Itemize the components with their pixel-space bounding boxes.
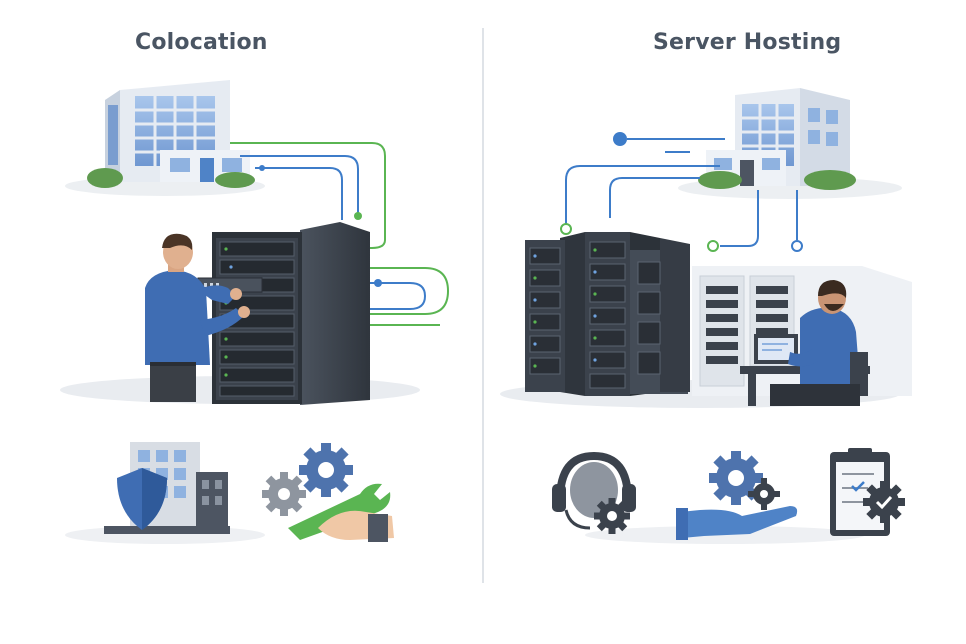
checklist-clipboard-icon [830, 448, 905, 536]
left-network-connectors [230, 142, 450, 326]
technician-figure [145, 233, 250, 402]
colocation-title: Colocation [135, 30, 268, 55]
administrator-figure [740, 280, 870, 406]
panel-divider [482, 28, 484, 583]
colocation-server-rack [197, 222, 370, 405]
headset-support-icon [552, 451, 636, 530]
gears-icon [262, 443, 353, 516]
server-hosting-title: Server Hosting [653, 30, 842, 55]
wrench-hand-icon [288, 483, 394, 542]
left-office-building-icon [65, 80, 265, 196]
right-office-building-icon [678, 88, 902, 199]
shield-icon [117, 468, 167, 530]
support-gear-icon [594, 498, 630, 534]
managed-service-hand-icon [676, 451, 798, 540]
right-network-connectors [560, 132, 803, 252]
hosting-server-racks [525, 232, 690, 396]
